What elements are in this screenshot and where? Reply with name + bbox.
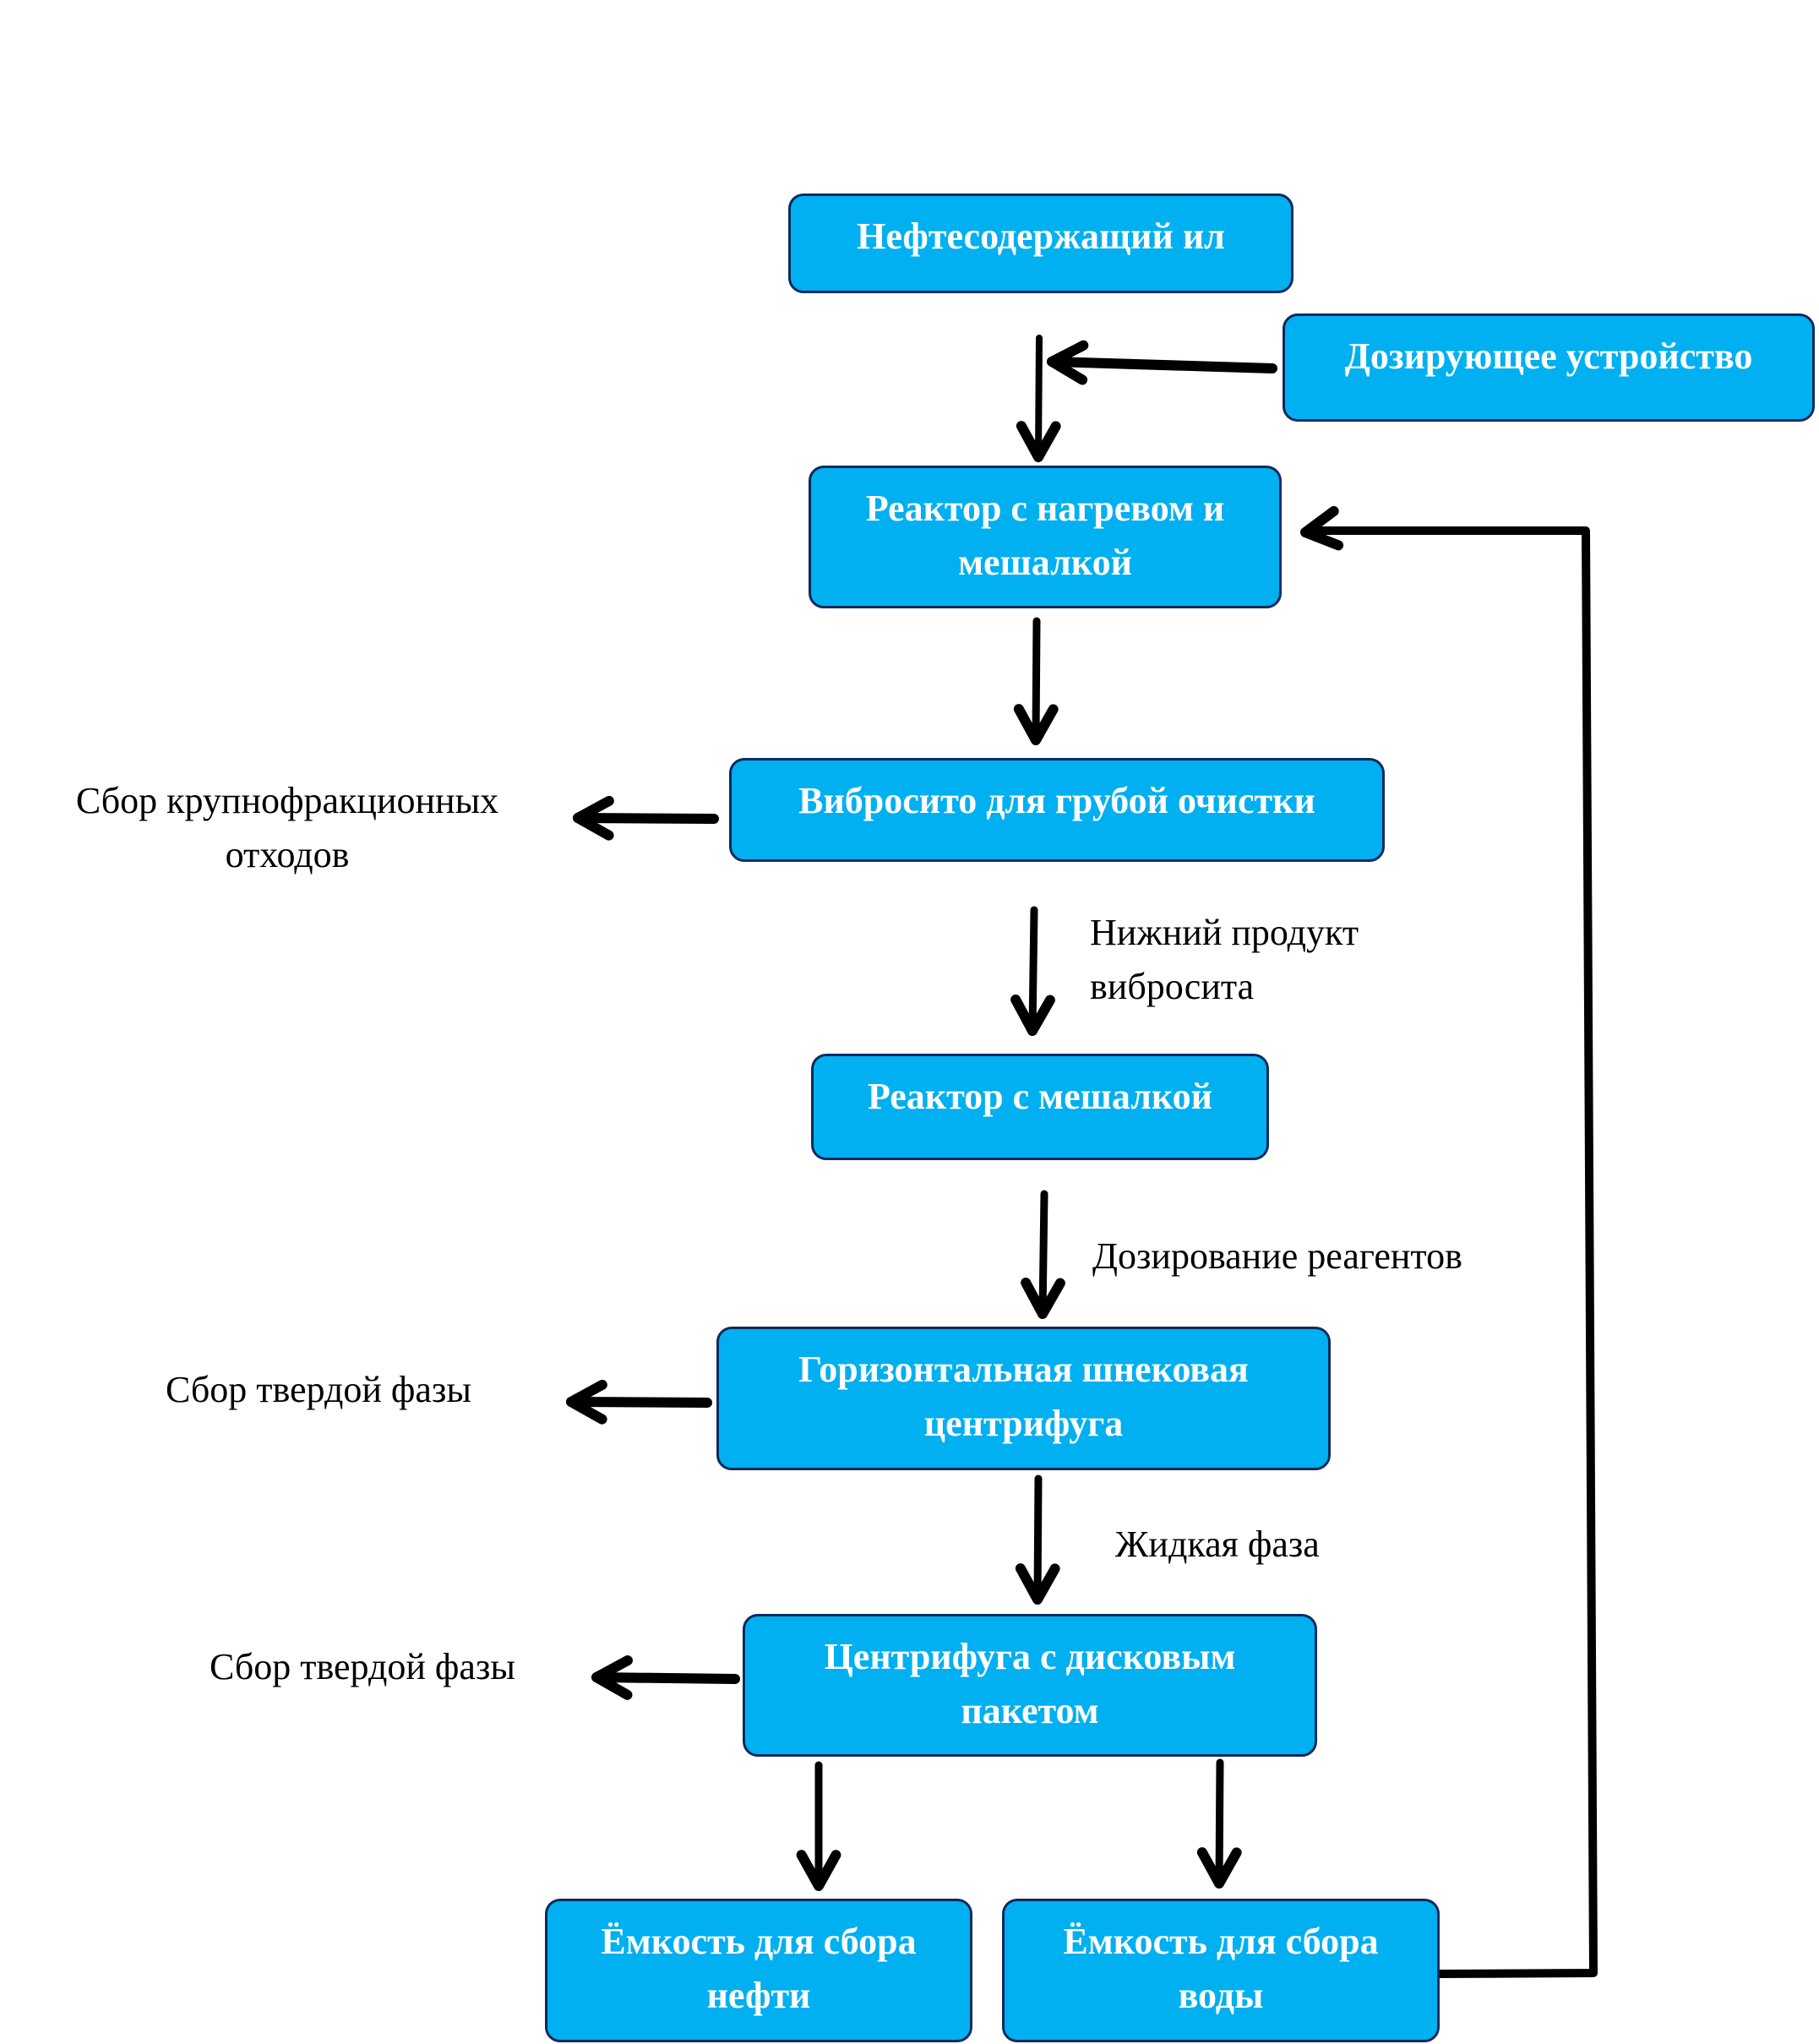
edge-decanter-to-solid-phase-shaft [566, 1397, 712, 1408]
label-reagent-dosing-line-1: Дозирование реагентов [1092, 1235, 1462, 1277]
node-disc-centrifuge: Центрифуга с дисковым пакетом [743, 1614, 1317, 1757]
edge-decanter-to-solid-phase-head-icon [566, 1379, 607, 1425]
node-heated-reactor: Реактор с нагревом и мешалкой [809, 466, 1282, 608]
label-solid-phase-2: Сбор твердой фазы [210, 1640, 515, 1694]
edge-sieve-to-stirred-reactor-shaft [1028, 906, 1038, 1035]
node-dosing-device-line-1: Дозирующее устройство [1344, 335, 1753, 377]
node-oily-sludge: Нефтесодержащий ил [788, 193, 1293, 293]
edge-dosing-to-heated-reactor-head-icon [1047, 340, 1089, 385]
edge-recycle-to-heated-reactor-head-icon [1300, 505, 1344, 551]
label-liquid-phase-line-1: Жидкая фаза [1115, 1523, 1320, 1565]
node-decanter-centrifuge: Горизонтальная шнековая центрифуга [716, 1327, 1331, 1470]
node-stirred-reactor: Реактор с мешалкой [811, 1054, 1269, 1160]
node-oil-tank-line-1: Ёмкость для сбора [601, 1921, 917, 1962]
node-disc-centrifuge-line-1: Центрифуга с дисковым [824, 1636, 1236, 1677]
node-heated-reactor-line-2: мешалкой [958, 542, 1132, 583]
edge-disc-centrifuge-to-solid-phase-head-icon [591, 1655, 633, 1700]
node-decanter-line-1: Горизонтальная шнековая [798, 1349, 1249, 1390]
node-vibro-sieve-line-1: Вибросито для грубой очистки [798, 780, 1315, 821]
edge-heated-reactor-to-sieve-head-icon [1013, 704, 1059, 745]
node-water-tank-line-2: воды [1178, 1975, 1264, 2016]
edge-disc-centrifuge-to-water-tank-shaft [1215, 1758, 1224, 1888]
edge-heated-reactor-to-sieve-shaft [1032, 617, 1041, 744]
label-coarse-waste: Сбор крупнофракционных отходов [42, 774, 532, 882]
node-dosing-device: Дозирующее устройство [1283, 313, 1815, 422]
node-oily-sludge-line-1: Нефтесодержащий ил [857, 215, 1225, 257]
edge-sludge-to-heated-reactor-head-icon [1016, 421, 1061, 462]
label-solid-phase-1-line-1: Сбор твердой фазы [166, 1369, 471, 1410]
node-water-tank-line-1: Ёмкость для сбора [1063, 1921, 1379, 1962]
edge-stirred-reactor-to-decanter-shaft [1038, 1190, 1048, 1318]
label-coarse-waste-line-2: отходов [225, 834, 350, 875]
edge-dosing-to-heated-reactor-shaft [1047, 357, 1277, 373]
node-vibro-sieve: Вибросито для грубой очистки [729, 758, 1385, 862]
node-water-tank: Ёмкость для сбора воды [1002, 1899, 1440, 2042]
label-reagent-dosing: Дозирование реагентов [1092, 1229, 1462, 1284]
node-oil-tank: Ёмкость для сбора нефти [545, 1899, 972, 2042]
edge-sludge-to-heated-reactor-shaft [1035, 335, 1043, 461]
node-heated-reactor-line-1: Реактор с нагревом и [865, 488, 1225, 529]
label-sieve-underflow-line-2: вибросита [1090, 966, 1255, 1007]
edge-sieve-to-stirred-reactor-head-icon [1010, 994, 1055, 1036]
edge-water-tank-recycle-line [1308, 526, 1598, 1978]
edge-sieve-to-coarse-waste-shaft [573, 813, 719, 824]
label-solid-phase-2-line-1: Сбор твердой фазы [210, 1646, 515, 1687]
node-oil-tank-line-2: нефти [706, 1975, 811, 2016]
label-sieve-underflow: Нижний продукт вибросита [1090, 906, 1359, 1014]
edge-disc-centrifuge-to-oil-tank-head-icon [796, 1850, 841, 1891]
label-solid-phase-1: Сбор твердой фазы [166, 1363, 471, 1417]
edge-disc-centrifuge-to-water-tank-head-icon [1196, 1847, 1242, 1889]
label-coarse-waste-line-1: Сбор крупнофракционных [75, 780, 499, 821]
label-liquid-phase: Жидкая фаза [1115, 1518, 1320, 1572]
edge-decanter-to-disc-centrifuge-shaft [1033, 1474, 1043, 1604]
label-sieve-underflow-line-1: Нижний продукт [1090, 912, 1359, 953]
node-stirred-reactor-line-1: Реактор с мешалкой [867, 1076, 1213, 1117]
edge-disc-centrifuge-to-solid-phase-shaft [591, 1672, 740, 1684]
edge-decanter-to-disc-centrifuge-head-icon [1015, 1563, 1060, 1605]
node-decanter-line-2: центрифуга [923, 1403, 1124, 1444]
node-disc-centrifuge-line-2: пакетом [961, 1690, 1099, 1731]
edge-sieve-to-coarse-waste-head-icon [573, 795, 614, 841]
edge-stirred-reactor-to-decanter-head-icon [1021, 1277, 1065, 1319]
